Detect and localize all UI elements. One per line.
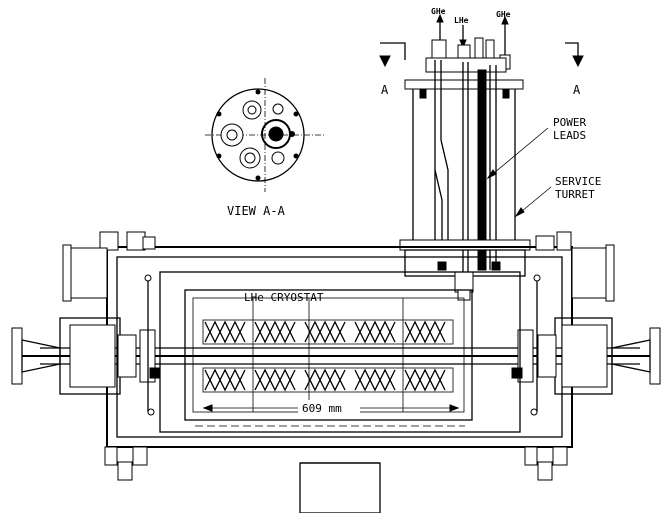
service-turret-label: SERVICE TURRET (555, 175, 608, 201)
dimension-label: 609 mm (302, 402, 342, 415)
feed-throughs (425, 13, 511, 73)
ghe-right-label: GHe (496, 10, 511, 19)
view-a-a (205, 78, 325, 192)
service-turret-line-2: TURRET (555, 188, 595, 201)
leader-lines (486, 127, 552, 218)
cavity-cells-upper (202, 319, 454, 345)
service-turret-line-1: SERVICE (555, 175, 601, 188)
view-a-a-label: VIEW A-A (227, 204, 286, 218)
power-leads-line-2: LEADS (553, 129, 586, 142)
power-leads-label: POWER LEADS (553, 116, 593, 142)
power-leads-line-1: POWER (553, 116, 586, 129)
service-turret (399, 60, 531, 301)
section-a-left-label: A (381, 83, 389, 97)
lhe-cryostat-label: LHe CRYOSTAT (244, 291, 324, 304)
ghe-left-label: GHe (431, 7, 446, 16)
lhe-cryostat (159, 271, 521, 433)
lhe-label: LHe (454, 16, 469, 25)
beam-line (11, 274, 661, 416)
section-a-right-label: A (573, 83, 581, 97)
cavity-cells-lower (202, 367, 454, 393)
vacuum-vessel (62, 231, 615, 513)
section-markers (379, 42, 584, 68)
